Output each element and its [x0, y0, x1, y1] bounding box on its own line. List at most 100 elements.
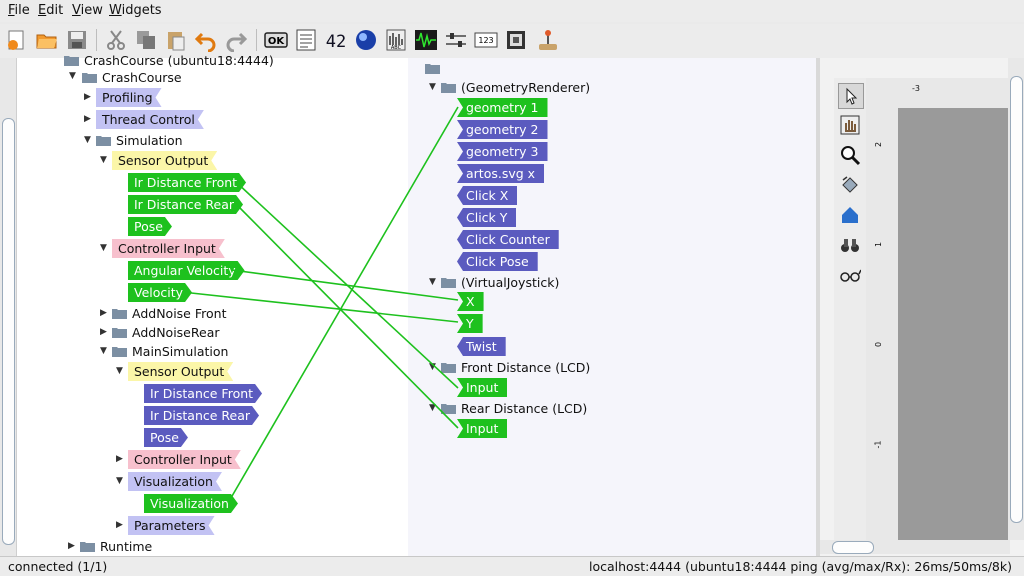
collapse-arrow[interactable]: ▶ [116, 454, 123, 464]
svg-text:123: 123 [478, 36, 493, 45]
text-widget-icon[interactable] [294, 28, 318, 52]
tree-node-ms-sensor-output[interactable]: Sensor Output [128, 362, 233, 381]
collapse-arrow[interactable]: ▶ [116, 520, 123, 530]
collapse-arrow[interactable]: ▶ [100, 308, 107, 318]
collapse-arrow[interactable]: ▶ [68, 541, 75, 551]
bar-graph-widget-icon[interactable]: ABC [384, 28, 408, 52]
glasses-icon[interactable] [838, 263, 862, 287]
plot-hscrollbar[interactable] [820, 540, 1010, 554]
tree-node-controller-input[interactable]: Controller Input [112, 239, 225, 258]
lcd-number-widget-icon[interactable]: 42 [324, 28, 348, 52]
widget-virtual-joystick[interactable]: (VirtualJoystick) [441, 273, 559, 291]
tree-node-simulation[interactable]: Simulation [96, 131, 183, 149]
plot-vscrollbar[interactable] [1008, 58, 1024, 540]
menu-widgets[interactable]: Widgets [109, 3, 162, 18]
port-ms-ir-distance-rear[interactable]: Ir Distance Rear [144, 406, 259, 425]
menu-edit[interactable]: Edit [38, 3, 64, 18]
port-ir-distance-front[interactable]: Ir Distance Front [128, 173, 246, 192]
expand-arrow[interactable]: ▼ [84, 135, 91, 145]
binoculars-icon[interactable] [838, 233, 862, 257]
port-geometry-3[interactable]: geometry 3 [457, 142, 548, 161]
collapse-arrow[interactable]: ▶ [84, 92, 91, 102]
port-joystick-y[interactable]: Y [457, 314, 483, 333]
port-click-y[interactable]: Click Y [457, 208, 517, 227]
expand-arrow[interactable]: ▼ [429, 362, 436, 372]
number-display-widget-icon[interactable]: 123 [474, 28, 498, 52]
menu-view[interactable]: View [72, 3, 103, 18]
tree-node-addnoise-front[interactable]: AddNoise Front [112, 304, 226, 322]
expand-arrow[interactable]: ▼ [116, 476, 123, 486]
collapse-arrow[interactable]: ▶ [100, 327, 107, 337]
collapse-arrow[interactable]: ▶ [84, 114, 91, 124]
pan-hand-icon[interactable] [838, 113, 862, 137]
port-click-pose[interactable]: Click Pose [457, 252, 538, 271]
pointer-icon[interactable] [838, 83, 864, 109]
tree-node-addnoise-rear[interactable]: AddNoiseRear [112, 323, 220, 341]
expand-arrow[interactable]: ▼ [100, 243, 107, 253]
expand-arrow[interactable]: ▼ [429, 403, 436, 413]
tree-node-root[interactable]: CrashCourse (ubuntu18:4444) [64, 51, 274, 69]
port-artos-svg[interactable]: artos.svg x [457, 164, 545, 183]
expand-arrow[interactable]: ▼ [100, 155, 107, 165]
zoom-icon[interactable] [838, 143, 862, 167]
joystick-widget-icon[interactable] [536, 28, 560, 52]
redo-icon[interactable] [224, 28, 248, 52]
undo-icon[interactable] [194, 28, 218, 52]
rotate-icon[interactable] [838, 173, 862, 197]
expand-arrow[interactable]: ▼ [100, 346, 107, 356]
oscilloscope-widget-icon[interactable] [414, 28, 438, 52]
port-ir-distance-rear[interactable]: Ir Distance Rear [128, 195, 243, 214]
port-joystick-x[interactable]: X [457, 292, 484, 311]
tree-node-runtime[interactable]: Runtime [80, 537, 152, 555]
port-velocity[interactable]: Velocity [128, 283, 192, 302]
port-geometry-2[interactable]: geometry 2 [457, 120, 548, 139]
pane-splitter[interactable] [816, 58, 820, 556]
open-icon[interactable] [35, 28, 59, 52]
port-ms-ir-distance-front[interactable]: Ir Distance Front [144, 384, 262, 403]
tree-node-parameters[interactable]: Parameters [128, 516, 215, 535]
tree-node-thread-control[interactable]: Thread Control [96, 110, 204, 129]
port-angular-velocity[interactable]: Angular Velocity [128, 261, 245, 280]
svg-text:42: 42 [326, 32, 346, 52]
save-icon[interactable] [65, 28, 89, 52]
y-tick-label: -1 [873, 440, 883, 449]
expand-arrow[interactable]: ▼ [429, 82, 436, 92]
port-twist[interactable]: Twist [457, 337, 506, 356]
widget-front-distance[interactable]: Front Distance (LCD) [441, 358, 590, 376]
tree-node-profiling[interactable]: Profiling [96, 88, 162, 107]
slider-widget-icon[interactable] [444, 28, 468, 52]
home-icon[interactable] [838, 203, 862, 227]
widget-rear-distance[interactable]: Rear Distance (LCD) [441, 399, 587, 417]
plot-canvas[interactable] [898, 108, 1008, 540]
port-geometry-1[interactable]: geometry 1 [457, 98, 548, 117]
tree-node-sensor-output[interactable]: Sensor Output [112, 151, 217, 170]
image-widget-icon[interactable] [504, 28, 528, 52]
expand-arrow[interactable]: ▼ [429, 277, 436, 287]
paste-icon[interactable] [164, 28, 188, 52]
widget-root-folder[interactable] [425, 59, 445, 77]
port-ms-pose[interactable]: Pose [144, 428, 188, 447]
plot-toolbar [834, 78, 867, 540]
status-bar: connected (1/1) localhost:4444 (ubuntu18… [0, 556, 1024, 576]
expand-arrow[interactable]: ▼ [116, 366, 123, 376]
ok-button-widget-icon[interactable]: OK [264, 28, 288, 52]
port-rear-input[interactable]: Input [457, 419, 508, 438]
tree-node-visualization[interactable]: Visualization [128, 472, 222, 491]
port-front-input[interactable]: Input [457, 378, 508, 397]
copy-icon[interactable] [134, 28, 158, 52]
cut-icon[interactable] [104, 28, 128, 52]
tree-scrollbar[interactable] [0, 58, 17, 556]
widget-geometry-renderer[interactable]: (GeometryRenderer) [441, 78, 590, 96]
globe-widget-icon[interactable] [354, 28, 378, 52]
port-click-counter[interactable]: Click Counter [457, 230, 559, 249]
menu-file[interactable]: File [8, 3, 30, 18]
port-visualization[interactable]: Visualization [144, 494, 238, 513]
port-click-x[interactable]: Click X [457, 186, 518, 205]
new-icon[interactable] [5, 28, 29, 52]
port-pose[interactable]: Pose [128, 217, 172, 236]
tree-node-mainsimulation[interactable]: MainSimulation [112, 342, 228, 360]
tree-node-ms-controller-input[interactable]: Controller Input [128, 450, 241, 469]
tree-node-crashcourse[interactable]: CrashCourse [82, 68, 182, 86]
expand-arrow[interactable]: ▼ [69, 71, 76, 81]
plot-y-ruler: 2 1 0 -1 [866, 78, 898, 540]
